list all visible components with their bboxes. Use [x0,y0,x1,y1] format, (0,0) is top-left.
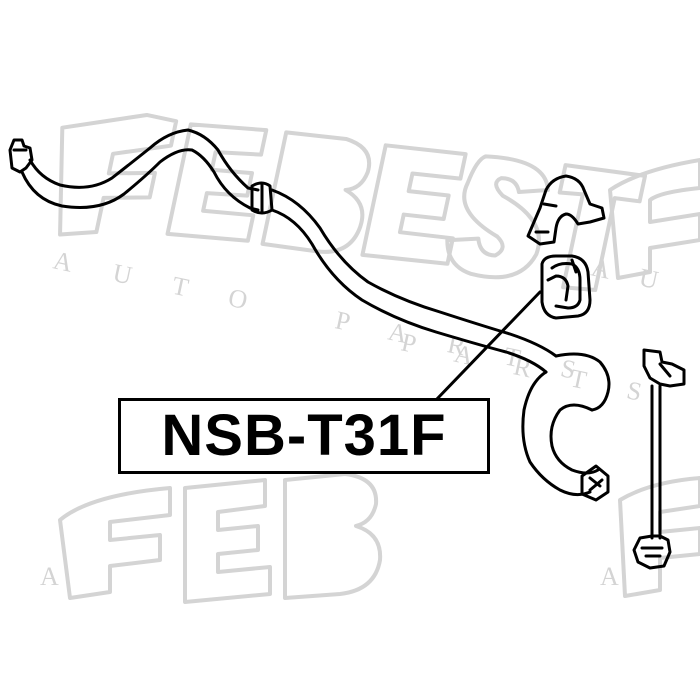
watermark-tagline-lower: A [40,562,101,591]
watermark-logo-lower [58,472,700,604]
bushing-part [540,254,592,320]
part-number-label: NSB-T31F [118,398,490,474]
leader-line [434,290,542,402]
watermark-tagline-lower-right: A [600,562,661,591]
clamp-bracket [526,174,606,246]
watermark-logo-upper [58,112,648,293]
stabilizer-link [632,348,686,570]
stabilizer-bar [8,128,611,502]
watermark-logo-right [608,158,700,280]
